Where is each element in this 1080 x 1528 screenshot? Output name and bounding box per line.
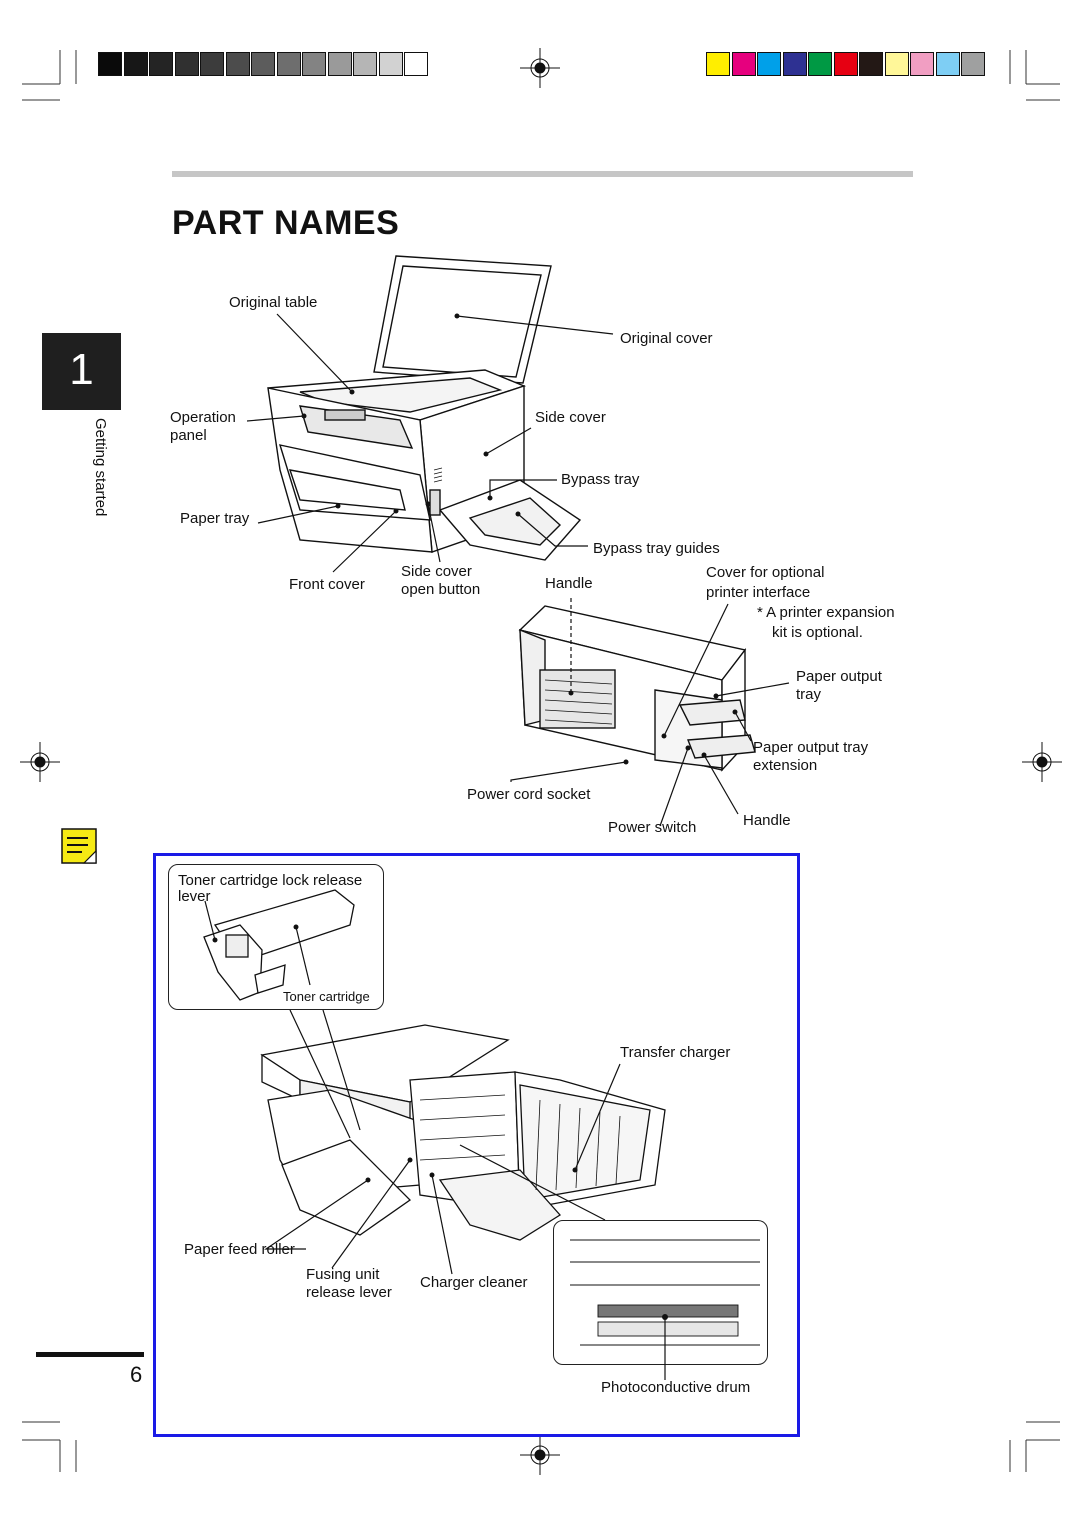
label-paper-output-tray-1: Paper output (796, 668, 882, 685)
label-operation-panel-2: panel (170, 427, 207, 444)
label-power-switch: Power switch (608, 819, 697, 836)
label-paper-output-tray-2: tray (796, 686, 822, 703)
internal-parts-box (153, 853, 800, 1437)
label-bypass-tray: Bypass tray (561, 471, 640, 488)
label-toner-cartridge: Toner cartridge (283, 989, 370, 1004)
gray-swatch (327, 52, 352, 76)
label-bypass-tray-guides: Bypass tray guides (593, 540, 720, 557)
page-number-rule (36, 1352, 144, 1357)
label-side-cover: Side cover (535, 409, 606, 426)
color-swatch (706, 52, 730, 76)
gray-swatch (174, 52, 199, 76)
chapter-label: Getting started (92, 418, 109, 517)
label-charger-cleaner: Charger cleaner (420, 1274, 528, 1291)
color-swatch (833, 52, 858, 76)
label-original-table: Original table (229, 294, 318, 311)
label-fusing-unit-2: release lever (306, 1284, 392, 1301)
color-swatch (961, 52, 985, 76)
gray-swatch (200, 52, 224, 76)
color-swatch (910, 52, 934, 76)
label-cover-optional-1: Cover for optional (706, 564, 825, 581)
toner-cartridge-inset (168, 864, 384, 1010)
color-swatch (731, 52, 756, 76)
label-fusing-unit-1: Fusing unit (306, 1266, 380, 1283)
color-swatch (757, 52, 781, 76)
gray-swatch (123, 52, 148, 76)
gray-swatch (353, 52, 377, 76)
gray-swatch (149, 52, 173, 76)
label-cover-optional-2: printer interface (706, 584, 811, 601)
gray-swatch (225, 52, 250, 76)
label-paper-feed-roller: Paper feed roller (184, 1241, 295, 1258)
label-photoconductive-drum: Photoconductive drum (601, 1379, 751, 1396)
label-side-cover-open-button-1: Side cover (401, 563, 472, 580)
label-toner-lock-2: lever (178, 888, 211, 905)
label-front-cover: Front cover (289, 576, 365, 593)
label-handle-top: Handle (545, 575, 593, 592)
gray-swatch (98, 52, 122, 76)
label-printer-kit-note-2: kit is optional. (772, 624, 863, 641)
color-swatch (808, 52, 832, 76)
page-title: PART NAMES (172, 204, 400, 242)
label-paper-output-ext-1: Paper output tray (753, 739, 869, 756)
label-transfer-charger: Transfer charger (620, 1044, 731, 1061)
color-swatch (884, 52, 909, 76)
label-handle-bottom: Handle (743, 812, 791, 829)
gray-swatch (378, 52, 403, 76)
chapter-number: 1 (69, 345, 94, 394)
label-paper-tray: Paper tray (180, 510, 250, 527)
page-number: 6 (130, 1362, 143, 1387)
header-rule (172, 171, 913, 177)
label-original-cover: Original cover (620, 330, 713, 347)
photoconductive-drum-inset (553, 1220, 768, 1365)
gray-swatch (302, 52, 326, 76)
label-paper-output-ext-2: extension (753, 757, 818, 774)
label-power-cord-socket: Power cord socket (467, 786, 591, 803)
chapter-tab: 1 (42, 333, 121, 410)
label-side-cover-open-button-2: open button (401, 581, 481, 598)
label-operation-panel-1: Operation (170, 409, 236, 426)
color-swatch (935, 52, 960, 76)
label-printer-kit-note-1: * A printer expansion (757, 604, 895, 621)
color-swatch (859, 52, 883, 76)
label-toner-lock-1: Toner cartridge lock release (178, 872, 363, 889)
crosshair-icon (20, 48, 1062, 1475)
gray-swatch (276, 52, 301, 76)
gray-swatch (404, 52, 428, 76)
gray-swatch (251, 52, 275, 76)
color-swatch (782, 52, 807, 76)
